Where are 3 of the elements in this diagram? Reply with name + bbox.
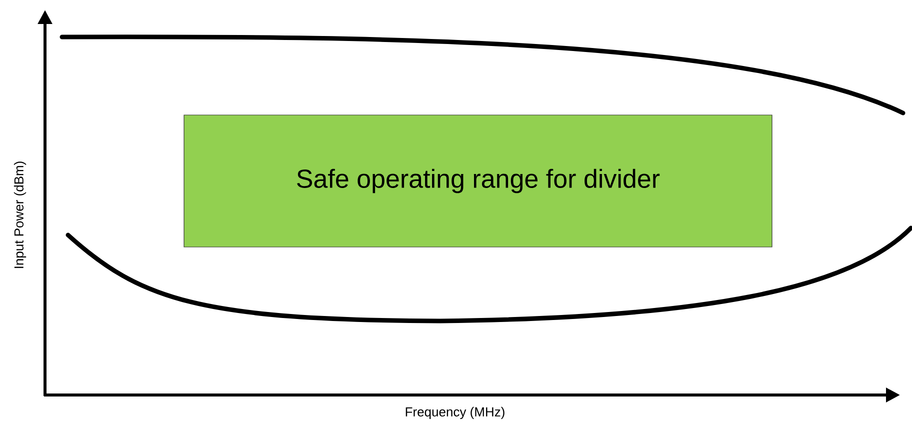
axis-label: Input Power (dBm) <box>14 162 26 268</box>
axis-label: Frequency (MHz) <box>406 406 504 420</box>
region-box: Safe operating range for divider <box>184 114 772 248</box>
